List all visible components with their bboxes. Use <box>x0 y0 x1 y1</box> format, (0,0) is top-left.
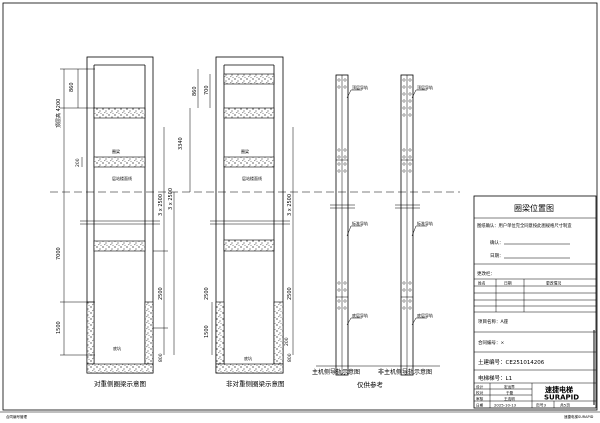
view-caption: 主机侧导轨示意图 <box>312 368 360 376</box>
elevator-no: 电梯梯号：L1 <box>478 374 512 382</box>
footer-left: 合同编号管理 <box>6 414 27 419</box>
dim-text: 2500 <box>287 287 293 300</box>
dim-text: 200 <box>284 337 290 346</box>
confirm-text: 图纸确认：用户单位完全同意按此图规格尺寸制造 <box>477 222 572 229</box>
ring-beam <box>93 107 146 119</box>
sign-name: 于磊 <box>506 390 514 395</box>
dim-text: 2500 <box>204 287 210 300</box>
dim-text: 200 <box>75 158 81 167</box>
ring-beam <box>93 240 146 252</box>
change-header: 姓名 <box>478 281 486 286</box>
dim-text: 860 <box>69 82 75 92</box>
sign-role: 审核 <box>476 396 484 401</box>
reference-note: 仅供参考 <box>357 380 384 389</box>
dim-text: 3 x 2500 <box>168 188 174 210</box>
ring-beam <box>223 73 275 85</box>
level-label: 层站楼面线 <box>112 175 132 181</box>
rail-label: 标准导轨 <box>352 220 368 226</box>
change-header: 更改情况 <box>546 281 561 286</box>
sign-role: 校对 <box>476 390 484 395</box>
ring-beam <box>223 239 275 252</box>
project-name: 项目名称：A座 <box>478 318 509 325</box>
change-label: 更改栏： <box>477 270 495 277</box>
sign-name: 宏运界 <box>504 384 515 389</box>
dim-text: 1500 <box>56 321 62 334</box>
sheet-border <box>2 2 598 411</box>
level-label: 层站楼面线 <box>242 175 262 181</box>
sign-name: 王连明 <box>504 396 515 401</box>
pit-label: 底坑 <box>244 355 252 361</box>
dim-text: 800 <box>158 353 164 362</box>
dim-text: 700 <box>204 85 210 95</box>
ring-beam <box>223 156 275 168</box>
sign-role: 日期 <box>476 403 484 408</box>
change-header: 日期 <box>504 281 512 286</box>
ring-beam <box>223 107 275 119</box>
main-rail-view: 顶层导轨 标准导轨 底层导轨 主机侧导轨示意图 <box>312 74 440 376</box>
dim-text: 7000 <box>56 247 62 260</box>
dim-text: 800 <box>287 353 293 362</box>
rail-label: 顶层导轨 <box>417 84 433 90</box>
confirm-label: 确认： <box>490 239 504 246</box>
view-caption: 非对重侧圈梁示意图 <box>226 379 285 388</box>
dim-text: 860 <box>192 86 198 96</box>
sign-date: 2025-10-13 <box>494 403 517 408</box>
dim-text: 3 x 2500 <box>287 194 293 216</box>
pit-label: 底坑 <box>113 345 121 351</box>
title-block: 圈梁位置图 图纸确认：用户单位完全同意按此图规格尺寸制造 确认： 日期： 更改栏… <box>473 195 597 409</box>
sign-role: 设计 <box>476 384 484 389</box>
pit-floor <box>86 363 154 374</box>
pit-floor <box>215 363 284 374</box>
company-logo-en: SURAPID <box>544 394 579 402</box>
view-caption: 对重侧圈梁示意图 <box>94 379 146 388</box>
ring-beam <box>93 156 146 168</box>
view-caption: 非主机侧导轨示意图 <box>378 368 432 376</box>
contract-no: 合同编号：× <box>478 339 504 346</box>
page-number: 页号3 <box>536 403 547 408</box>
dim-text: 1500 <box>204 325 210 338</box>
footer-right: 速捷电梯SURAPID <box>564 414 594 419</box>
rail-label: 标准导轨 <box>417 220 433 226</box>
cw-side-view: 860 顶层高 4200 7000 1500 200 3 x 2500 2500… <box>55 56 168 388</box>
civil-no: 土建编号：CE251014206 <box>478 358 545 366</box>
rail-label: 顶层导轨 <box>352 84 368 90</box>
company-logo: 速捷电梯 <box>545 385 573 394</box>
dim-text: 3 x 2500 <box>158 194 164 216</box>
beam-label: 圈梁 <box>112 148 120 154</box>
dim-text: 3340 <box>178 137 184 150</box>
rail-label: 底层导轨 <box>352 312 368 318</box>
date-label: 日期： <box>490 253 504 259</box>
page-total: 共5页 <box>560 403 570 408</box>
non-main-rail-view: 顶层导轨 标准导轨 底层导轨 非主机侧导轨示意图 <box>378 74 433 376</box>
dim-text: 2500 <box>158 287 164 300</box>
non-cw-side-view: 860 700 3340 3 x 2500 2500 1500 3 x 2500… <box>168 56 294 388</box>
dim-text: 顶层高 4200 <box>55 99 62 128</box>
rail-label: 底层导轨 <box>417 312 433 318</box>
drawing-title: 圈梁位置图 <box>514 203 554 213</box>
beam-label: 圈梁 <box>241 148 249 154</box>
